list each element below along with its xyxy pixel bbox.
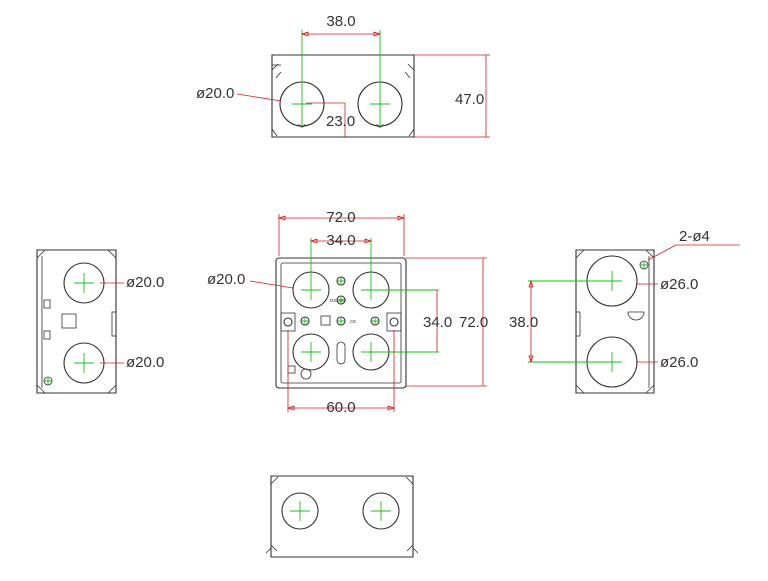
front-view-dim-arrows-width	[277, 215, 406, 221]
dim-top-height: 47.0	[455, 91, 484, 108]
front-view-screw-left	[283, 317, 293, 327]
front-view: DS4602 CE 72.0 34.0 ø20.0 34.0 72.0	[207, 209, 488, 416]
right-view: 38.0 2-ø4 ø26.0 ø26.0	[509, 228, 740, 394]
top-view-corner-right	[404, 63, 415, 79]
front-view-diameter-leader	[249, 280, 294, 289]
dim-front-hole-spacing-h: 34.0	[326, 232, 355, 249]
top-view: 38.0 ø20.0 23.0 47.0	[196, 13, 490, 138]
dim-top-hole-offset: 23.0	[326, 113, 355, 130]
front-view-recycle-mark	[300, 368, 312, 380]
left-view-slot-1	[43, 299, 51, 309]
dim-front-width: 72.0	[326, 209, 355, 226]
front-view-dim-arrows-34h	[309, 238, 373, 244]
dim-right-hole-lower: ø26.0	[660, 354, 698, 371]
right-view-leader-mount	[647, 244, 677, 261]
right-view-clip	[627, 311, 645, 321]
bottom-view-bottom-corners	[265, 544, 419, 554]
top-view-corner-left	[271, 63, 282, 79]
right-view-dim-arrows-38	[528, 279, 534, 364]
front-view-ce-mark: CE	[350, 319, 356, 324]
right-view-side-tab	[575, 311, 581, 337]
front-view-slot	[336, 341, 346, 365]
dim-left-hole-lower: ø20.0	[126, 354, 164, 371]
top-view-dim-arrows-38	[300, 31, 382, 37]
left-view-square-cutout	[61, 313, 77, 329]
right-view-corners	[575, 249, 655, 394]
front-view-screw-right	[389, 317, 399, 327]
dim-left-hole-upper: ø20.0	[126, 274, 164, 291]
left-view-corners	[36, 249, 117, 394]
front-view-part-code: DS4602	[330, 298, 347, 303]
bottom-view-top-corners	[270, 476, 414, 485]
front-view-small-hole-crosses	[301, 277, 379, 325]
front-view-dim-arrows-60	[286, 405, 396, 411]
dim-top-hole-spacing: 38.0	[326, 13, 355, 30]
front-view-earth-symbol	[320, 315, 331, 326]
right-view-mount-hole-cross	[640, 261, 648, 269]
top-view-bottom-corners	[271, 128, 415, 137]
dim-front-mount-spacing: 60.0	[326, 399, 355, 416]
left-view: ø20.0 ø20.0	[36, 249, 164, 394]
dim-front-height: 72.0	[459, 314, 488, 331]
dim-front-hole-diameter: ø20.0	[207, 271, 245, 288]
dim-right-mount-holes: 2-ø4	[679, 228, 710, 245]
dim-top-hole-diameter: ø20.0	[196, 85, 234, 102]
left-view-side-tab	[111, 311, 117, 337]
left-view-slot-2	[43, 330, 51, 340]
dim-front-hole-spacing-v: 34.0	[423, 314, 452, 331]
bottom-view	[265, 475, 419, 558]
dim-right-hole-spacing: 38.0	[509, 314, 538, 331]
top-view-diameter-leader	[236, 93, 282, 102]
left-view-small-hole-cross	[44, 377, 52, 385]
dim-right-hole-upper: ø26.0	[660, 276, 698, 293]
